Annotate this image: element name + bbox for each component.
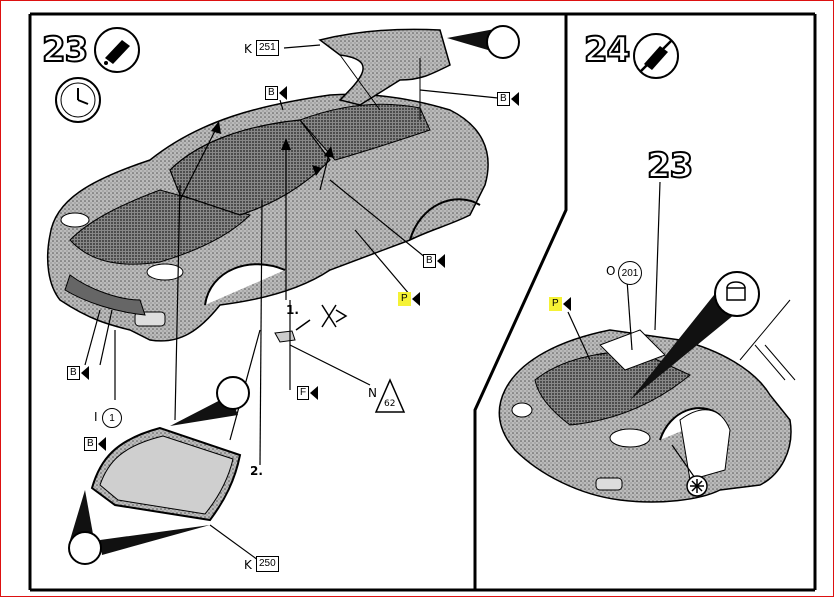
flag-p-right-text: P [549,297,562,311]
flag-b-glass: B [84,437,106,451]
car-front-right [498,299,796,503]
clock-icon [55,77,101,123]
glue-circles-left [68,25,520,565]
windshield-glass [90,426,242,522]
car-body [46,93,489,342]
flag-p-right: P [549,297,571,311]
part-250: 250 [256,556,279,572]
part-251: 251 [256,40,279,56]
n-letter: N [368,386,377,400]
flag-b-side-text: B [423,254,436,268]
substep-2: 2. [250,464,263,478]
flag-p-left-text: P [398,292,411,306]
arrow-heads [211,121,334,176]
no-glue-icon [633,33,679,79]
panel-right-border [475,12,817,592]
flag-b-spoiler: B [497,92,519,106]
leader-lines-right [567,181,696,479]
no-cross-icon [295,304,348,331]
k-letter-top: K [244,42,252,56]
step-ref-23: 23 [646,145,694,187]
leader-lines-left [84,44,499,561]
flag-p-left: P [398,292,420,306]
flag-f: F [297,386,319,400]
step-number-23: 23 [41,29,89,71]
panel-divider [473,14,568,590]
step-number-24: 24 [583,29,631,71]
o-number: 201 [618,261,642,285]
flag-b-glass-text: B [84,437,97,451]
k-letter-bottom: K [244,558,252,572]
snowflake-glue-icon [686,475,708,497]
small-clip-part [274,330,296,343]
panel-left-border [28,12,566,592]
substep-1: 1. [286,303,299,317]
flag-b-roof: B [265,86,287,100]
o-letter: O [606,264,616,278]
flag-b-roof-text: B [265,86,278,100]
flag-b-spoiler-text: B [497,92,510,106]
i-letter: I [94,410,98,424]
i-number: 1 [102,408,122,428]
paint-can-icon [726,281,746,301]
n-number: 62 [384,399,396,409]
n-triangle-icon [374,378,406,413]
glue-tube-icon [94,27,140,73]
flag-f-text: F [297,386,310,400]
flag-b-front: B [67,366,89,380]
flag-b-front-text: B [67,366,80,380]
flag-b-side: B [423,254,445,268]
rear-spoiler [318,28,451,120]
